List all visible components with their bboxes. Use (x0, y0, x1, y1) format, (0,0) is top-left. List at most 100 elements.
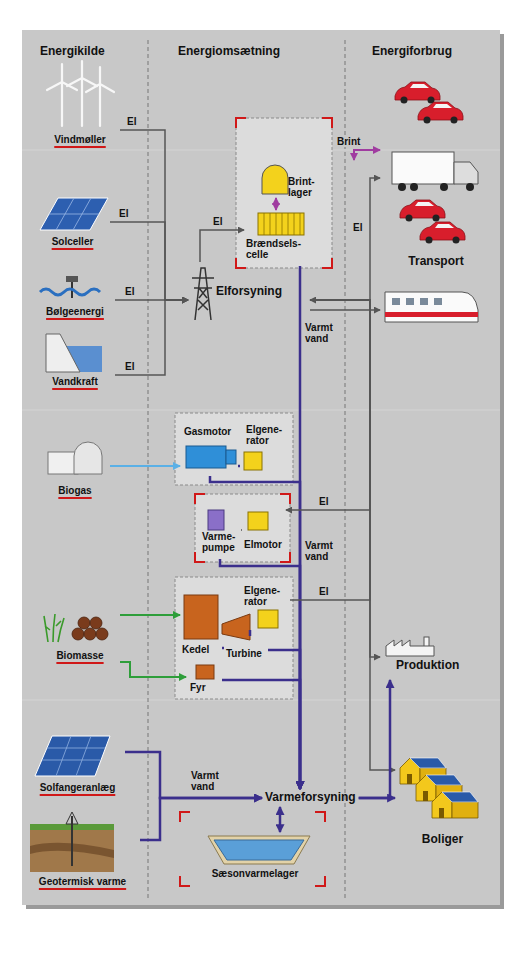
panel (22, 30, 500, 905)
node-label: Elgene- rator (244, 585, 286, 607)
node-label: Biogas (40, 485, 110, 497)
flow-connector (275, 198, 277, 210)
flow-label: El (212, 216, 223, 227)
solar-cell-icon (40, 198, 108, 230)
source-icon: Bølgeenergi (35, 270, 115, 322)
flow-connector (125, 752, 262, 798)
converter-box: Turbine (224, 636, 268, 662)
gas-engine-icon (186, 446, 236, 468)
node-label: Sæsonvarmelager (190, 868, 320, 879)
wind-turbine-icon (47, 61, 114, 126)
column-header: Energiforbrug (372, 44, 452, 58)
flow-connector (238, 465, 240, 468)
flow-label: El (118, 208, 129, 219)
flow-connector (200, 230, 244, 262)
node-label: Transport (380, 254, 492, 268)
flow-label: El (126, 116, 137, 127)
source-icon: Vindmøller (40, 60, 120, 152)
node-label: Elforsyning (216, 284, 282, 298)
heat-pump-icon (208, 510, 224, 530)
geothermal-icon (30, 812, 114, 872)
source-icon: Solceller (35, 190, 110, 252)
flow-connector (359, 797, 395, 800)
converter-box: Elmotor (242, 505, 286, 559)
generator-icon (258, 610, 278, 628)
flow-connector (120, 614, 180, 616)
converter-box: Elgene- rator (240, 582, 290, 630)
flow-connector (359, 680, 390, 798)
fuel-cell-icon (258, 213, 304, 235)
node-label: Bølgeenergi (35, 306, 115, 318)
solar-collector-icon (35, 736, 110, 776)
turbine-icon (222, 614, 250, 640)
source-icon: Vandkraft (35, 330, 115, 392)
converter-box: Fyr (186, 664, 222, 694)
flow-connector (140, 798, 262, 840)
consumer-group: Transport (380, 78, 492, 332)
motor-icon (248, 512, 268, 530)
node-label: Turbine (226, 648, 266, 659)
flow-connector (222, 647, 224, 650)
transport-icons (385, 82, 478, 322)
flow-connector (210, 476, 300, 789)
node-label: Varme- pumpe (202, 531, 240, 553)
flow-connector (310, 300, 395, 770)
hydro-dam-icon (46, 334, 102, 372)
supply-hub: Elforsyning (188, 262, 310, 320)
biomass-icon (44, 614, 108, 642)
flow-label: El (124, 361, 135, 372)
converter-box: Brændsels- celle (244, 210, 310, 266)
column-header: Energiomsætning (178, 44, 280, 58)
node-label: Boliger (395, 832, 490, 846)
hydrogen-tank-icon (262, 165, 288, 194)
group-box (175, 118, 332, 699)
biogas-icon (48, 442, 102, 474)
flow-connector (220, 559, 300, 789)
flow-label: El (318, 586, 329, 597)
node-label: Vandkraft (35, 376, 115, 388)
flow-label: Varmt vand (190, 770, 228, 792)
node-label: Brændsels- celle (246, 238, 308, 260)
node-label: Fyr (190, 682, 218, 693)
power-pylon-icon (192, 268, 214, 320)
node-label: Produktion (396, 658, 468, 672)
node-label: Kedel (182, 644, 220, 655)
node-label: Biomasse (40, 650, 120, 662)
source-icon: Geotermisk varme (25, 812, 140, 892)
converter-box: Elgene- rator (240, 420, 294, 476)
flow-label: Varmt vand (304, 540, 342, 562)
storage-pool-icon (208, 836, 310, 864)
red-bracket (180, 118, 332, 886)
flow-connector (241, 529, 242, 531)
converter-box: Varme- pumpe (200, 505, 242, 559)
wave-energy-icon (40, 276, 100, 298)
flow-connector (110, 222, 188, 300)
flow-connector (268, 650, 300, 789)
boiler-icon (184, 595, 218, 639)
factory-icon (386, 637, 434, 656)
flow-connector (354, 150, 380, 160)
consumer-group: Boliger (395, 752, 490, 850)
source-icon: Biomasse (40, 610, 120, 666)
column-divider (148, 40, 345, 900)
flow-connector (120, 662, 186, 677)
flow-connector (310, 178, 380, 300)
flow-connector (222, 680, 300, 789)
flow-connector (286, 300, 370, 510)
node-label: Vindmøller (40, 134, 120, 146)
converter-box: Gasmotor (180, 422, 238, 476)
flow-label: El (124, 286, 135, 297)
node-label: Gasmotor (184, 426, 234, 437)
node-label: Geotermisk varme (25, 876, 140, 888)
storage-box: Brint- lager (258, 160, 356, 198)
flow-connector (279, 807, 282, 832)
panel-texture (22, 150, 500, 700)
flow-label: El (318, 496, 329, 507)
source-icon: Biogas (40, 435, 110, 501)
node-label: Varmeforsyning (265, 790, 356, 804)
flow-label: El (352, 222, 363, 233)
flow-connector (110, 465, 180, 467)
consumer-group: Produktion (380, 636, 484, 680)
node-label: Elgene- rator (246, 424, 288, 446)
flow-label: Brint (336, 136, 361, 147)
